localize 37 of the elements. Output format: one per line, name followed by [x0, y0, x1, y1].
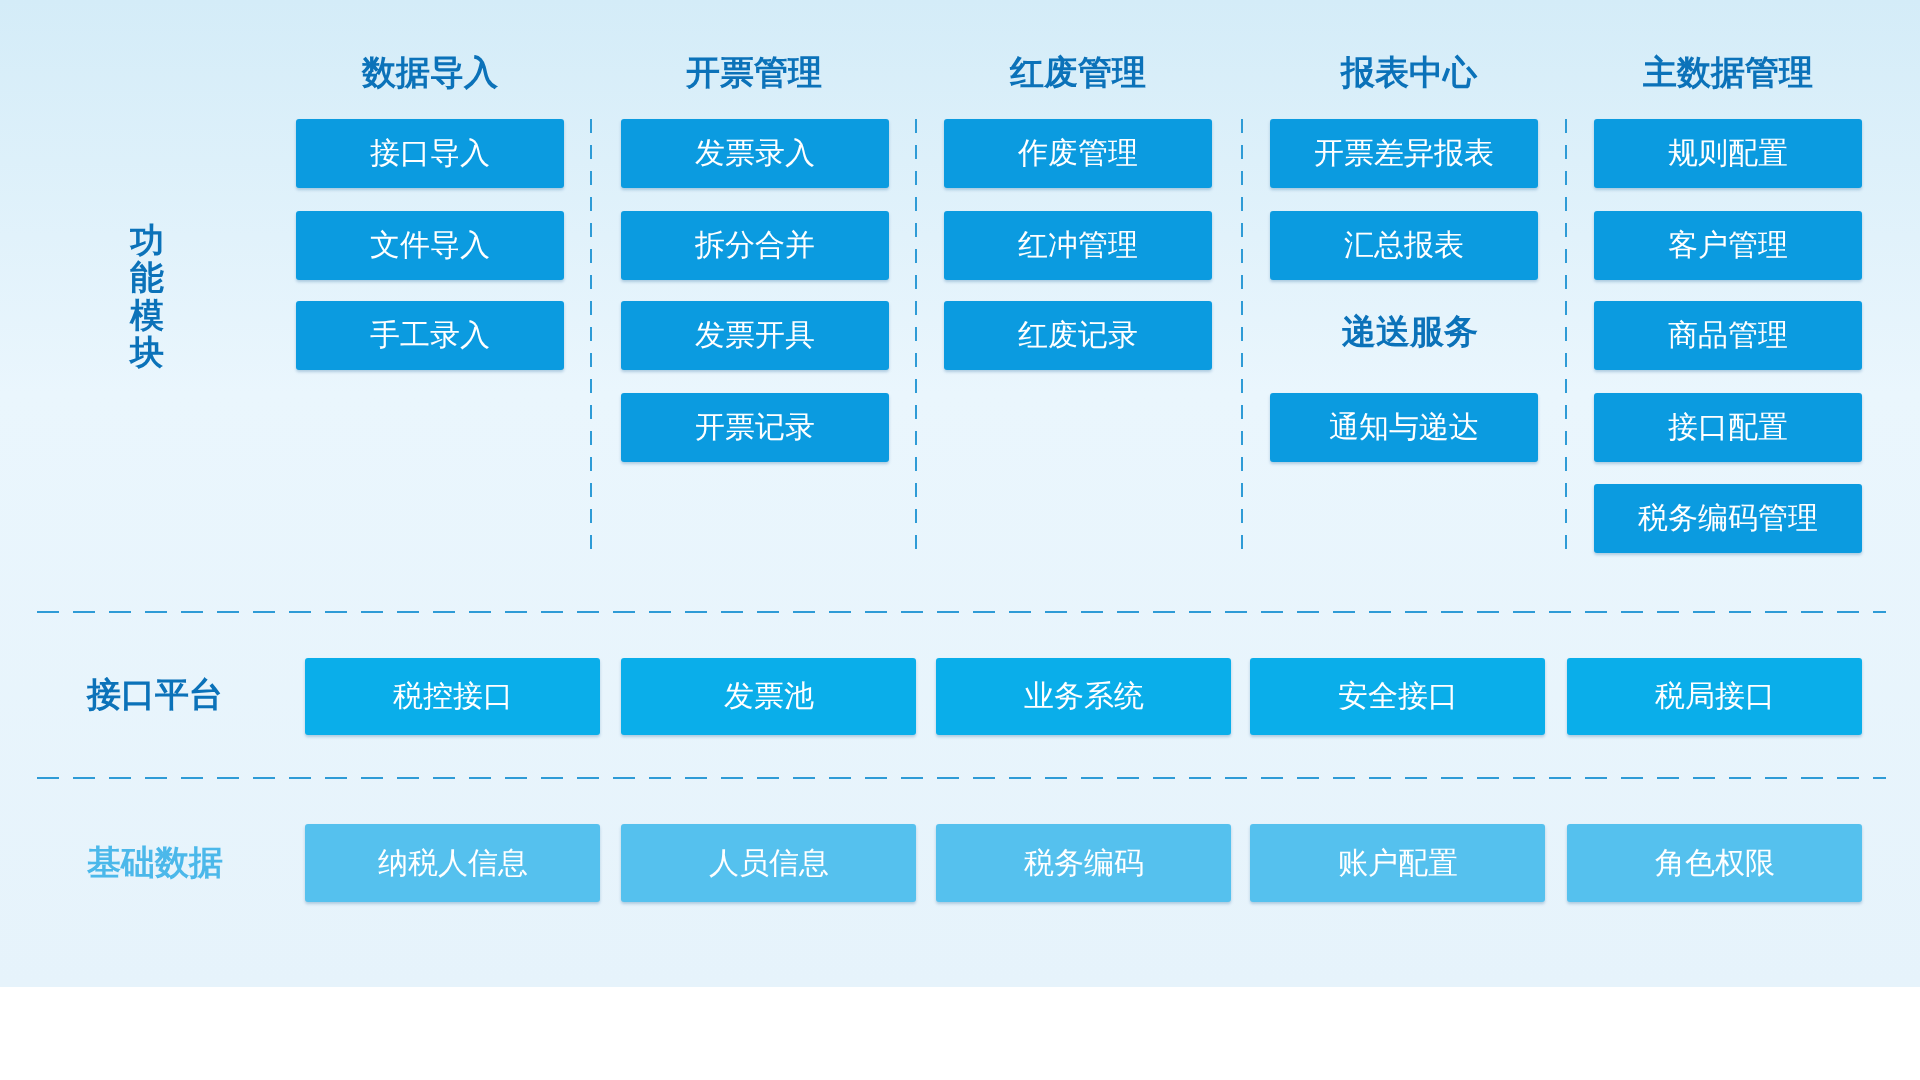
- column-heading: 红废管理: [1010, 51, 1146, 94]
- module-box: 纳税人信息: [305, 824, 600, 902]
- module-box: 红废记录: [944, 301, 1212, 370]
- module-box: 接口配置: [1594, 393, 1862, 462]
- module-box: 作废管理: [944, 119, 1212, 188]
- module-box: 规则配置: [1594, 119, 1862, 188]
- module-box: 角色权限: [1567, 824, 1862, 902]
- module-box: 开票记录: [621, 393, 889, 462]
- column-heading: 报表中心: [1341, 51, 1477, 94]
- module-box: 人员信息: [621, 824, 916, 902]
- column-heading: 主数据管理: [1643, 51, 1813, 94]
- module-box: 客户管理: [1594, 211, 1862, 280]
- module-box: 发票录入: [621, 119, 889, 188]
- module-box: 商品管理: [1594, 301, 1862, 370]
- module-box: 安全接口: [1250, 658, 1545, 735]
- module-box: 汇总报表: [1270, 211, 1538, 280]
- section-heading: 递送服务: [1342, 310, 1478, 353]
- module-box: 手工录入: [296, 301, 564, 370]
- module-box: 税务编码管理: [1594, 484, 1862, 553]
- module-box: 通知与递达: [1270, 393, 1538, 462]
- column-heading: 开票管理: [686, 51, 822, 94]
- module-box: 拆分合并: [621, 211, 889, 280]
- module-box: 发票开具: [621, 301, 889, 370]
- module-box: 接口导入: [296, 119, 564, 188]
- module-box: 税务编码: [936, 824, 1231, 902]
- column-heading: 数据导入: [362, 51, 498, 94]
- module-box: 发票池: [621, 658, 916, 735]
- module-box: 红冲管理: [944, 211, 1212, 280]
- layer-label: 功能模块: [130, 222, 164, 372]
- module-box: 账户配置: [1250, 824, 1545, 902]
- module-box: 文件导入: [296, 211, 564, 280]
- layer-label: 接口平台: [87, 673, 223, 716]
- module-box: 税控接口: [305, 658, 600, 735]
- layer-label: 基础数据: [87, 841, 223, 884]
- module-box: 业务系统: [936, 658, 1231, 735]
- module-box: 税局接口: [1567, 658, 1862, 735]
- module-box: 开票差异报表: [1270, 119, 1538, 188]
